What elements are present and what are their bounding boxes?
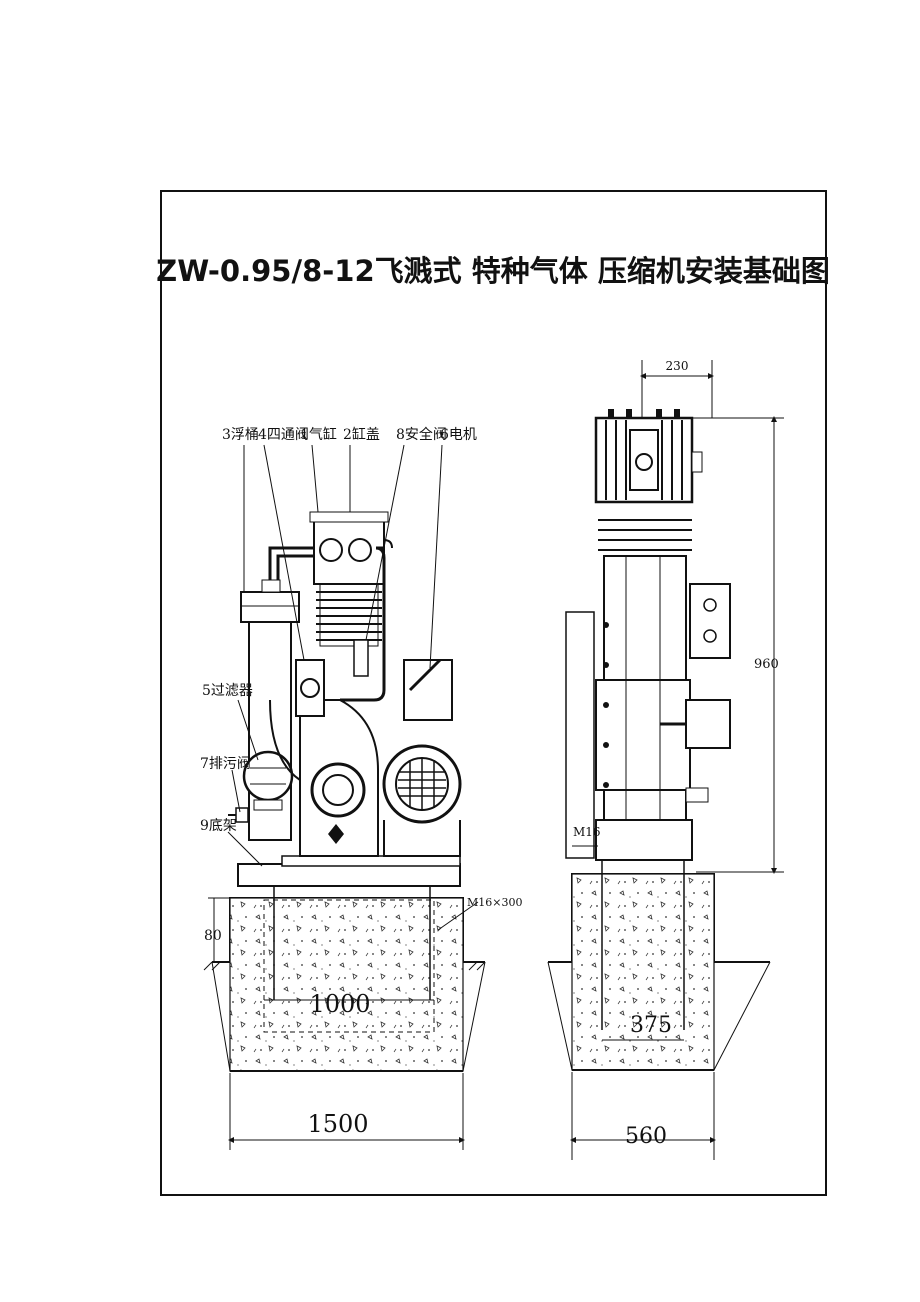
label-drain-valve: 7排污阀 (200, 756, 251, 772)
drawing-title: ZW-0.95/8-12飞溅式 特种气体 压缩机安装基础图 (156, 254, 830, 288)
dim-height: 960 (754, 657, 779, 672)
dim-depth: 80 (204, 928, 222, 944)
drain-valve (228, 807, 249, 823)
dim-bolt-spacing: 375 (630, 1013, 672, 1038)
safety-valve (353, 639, 369, 677)
label-cylinder-head: 2缸盖 (343, 426, 380, 443)
motor (382, 658, 462, 857)
end-view: 230 960 M16 375 560 (547, 359, 784, 1160)
end-foundation (547, 860, 771, 1071)
filter (242, 750, 294, 811)
label-base-frame: 9底架 (200, 818, 237, 834)
label-filter: 5过滤器 (202, 683, 253, 699)
label-safety-valve: 8安全阀 (396, 426, 447, 443)
drawing-frame (160, 190, 827, 1196)
dim-outer-width: 1500 (307, 1110, 368, 1138)
label-float-tank: 3浮桶 (222, 427, 259, 443)
label-cylinder: 1气缸 (300, 426, 337, 443)
label-four-way-valve: 4四通阀 (258, 427, 309, 443)
side-foundation (203, 897, 486, 1072)
side-dimension-lines (208, 897, 465, 1150)
end-compressor-body (594, 409, 731, 861)
dim-top-width: 230 (666, 359, 689, 373)
end-dimension-lines (570, 360, 784, 1160)
dim-base-width: 560 (625, 1124, 667, 1149)
dim-inner-width: 1000 (309, 990, 370, 1018)
cylinder (309, 511, 389, 647)
dim-end-bolt: M16 (573, 825, 601, 839)
crankcase (269, 659, 379, 857)
label-motor: 6电机 (440, 427, 477, 443)
side-view: 3浮桶 4四通阀 1气缸 2缸盖 8安全阀 6电机 5过滤器 7排污阀 9底架 … (200, 426, 522, 1150)
dim-bolt: M16×300 (467, 896, 522, 909)
side-base-frame (237, 863, 461, 887)
